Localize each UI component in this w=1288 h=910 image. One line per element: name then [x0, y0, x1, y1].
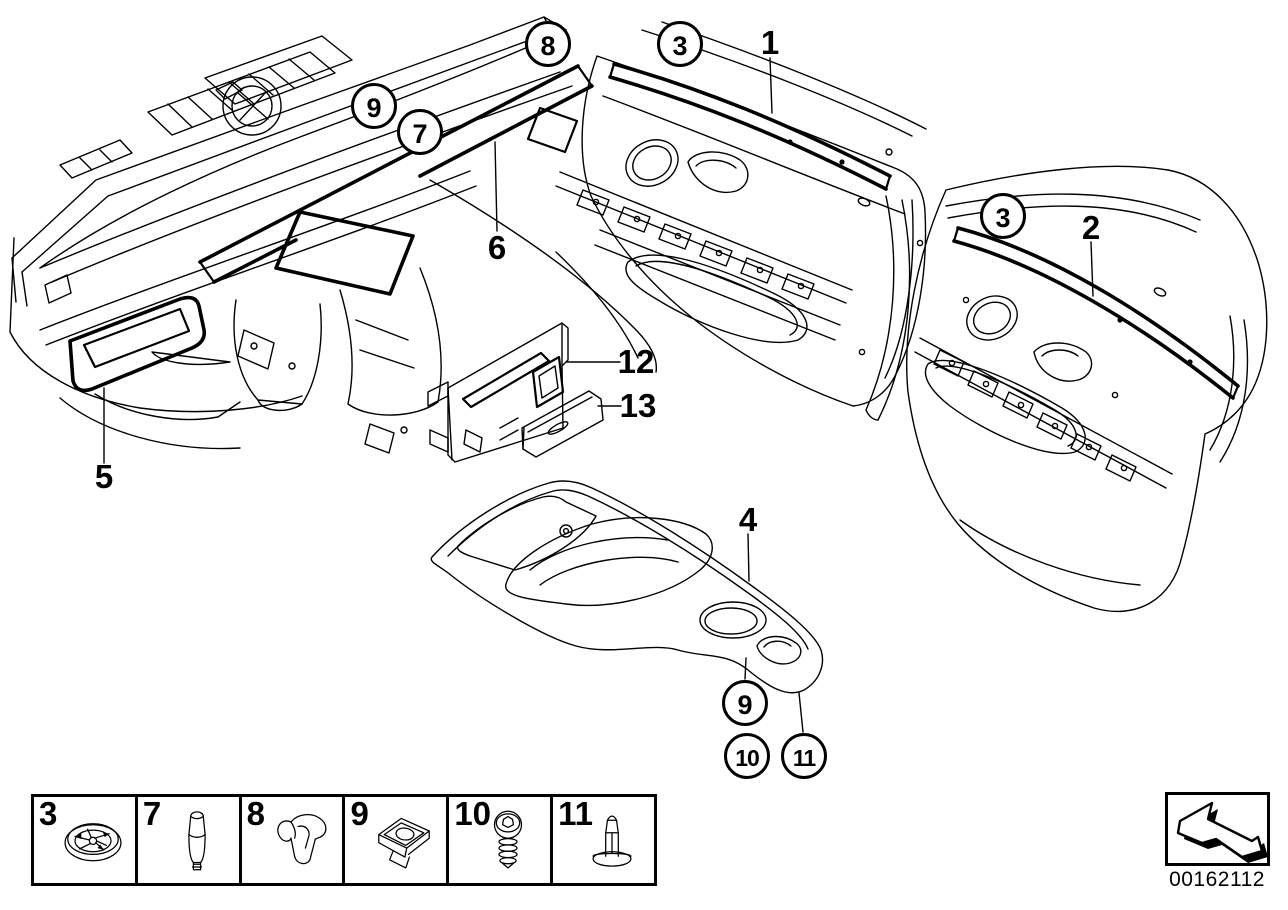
brand-logo-box	[1165, 792, 1270, 866]
callout-13: 13	[619, 387, 657, 424]
legend-item-11: 11	[553, 795, 654, 883]
callout-4: 4	[738, 501, 758, 538]
direction-arrow-icon	[1176, 801, 1268, 863]
legend-strip: 3 7 8 9 10 11	[31, 794, 657, 886]
clip-nut-icon	[368, 800, 440, 880]
callout-5: 5	[94, 458, 114, 495]
callout-12: 12	[617, 343, 655, 380]
front-door-panel-drawing	[555, 21, 927, 421]
legend-number: 3	[39, 795, 58, 832]
callout-10: 10	[724, 733, 770, 779]
legend-item-9: 9	[345, 795, 450, 883]
center-console-drawing	[430, 480, 824, 694]
trim-lid-drawing	[521, 390, 604, 458]
legend-item-10: 10	[449, 795, 554, 883]
legend-number: 7	[142, 795, 162, 832]
rear-door-panel-drawing	[906, 165, 1268, 613]
callout-11: 11	[781, 733, 827, 779]
callout-1: 1	[760, 24, 780, 61]
radio-trim-frame-drawing	[427, 322, 569, 463]
doc-number: 00162112	[1169, 868, 1265, 891]
callout-3: 3	[657, 21, 703, 67]
callout-3: 3	[980, 193, 1026, 239]
legend-number: 10	[454, 795, 492, 832]
callout-6: 6	[487, 229, 507, 266]
leader-lines	[103, 57, 1094, 733]
spring-washer-icon	[57, 800, 129, 880]
callout-9: 9	[722, 680, 768, 726]
spring-clip-icon	[264, 800, 336, 880]
callout-8: 8	[525, 21, 571, 67]
legend-item-7: 7	[138, 795, 242, 883]
legend-number: 8	[246, 795, 266, 832]
dashboard-drawing	[9, 16, 658, 454]
legend-item-8: 8	[242, 795, 346, 883]
pin-icon	[161, 800, 233, 880]
callout-7: 7	[397, 109, 443, 155]
legend-number: 11	[558, 795, 594, 832]
legend-item-3: 3	[34, 795, 138, 883]
callout-2: 2	[1081, 209, 1101, 246]
legend-number: 9	[350, 795, 369, 832]
callout-9: 9	[351, 83, 397, 129]
